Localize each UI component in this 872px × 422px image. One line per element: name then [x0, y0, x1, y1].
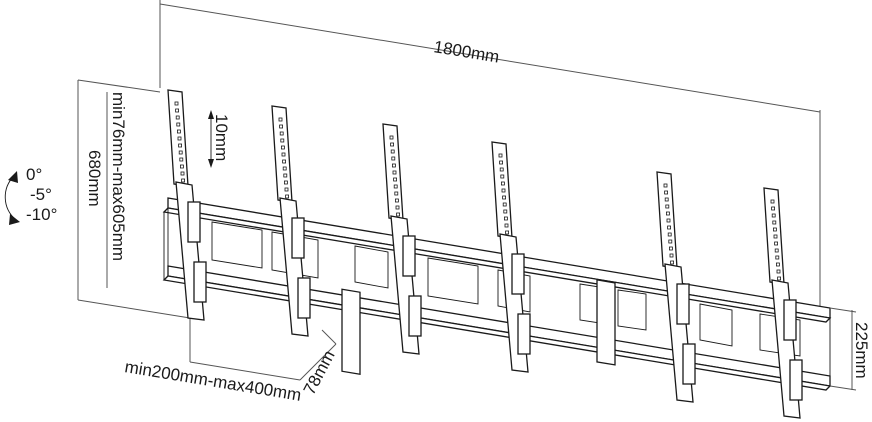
tilt-arrow-up-icon: [8, 171, 18, 183]
height-label: 680mm: [85, 150, 104, 207]
depth-label: 78mm: [300, 347, 339, 398]
height-dimension: 680mm: [77, 79, 191, 319]
frame-height-dimension: 225mm: [829, 307, 871, 391]
vertical-adjust-indicator: 10mm: [208, 110, 231, 168]
horizontal-frame: [162, 197, 832, 391]
tilt-arm: [271, 105, 311, 337]
tilt-arm: [656, 171, 696, 403]
tilt-arm: [382, 123, 422, 355]
vesa-spacing-label: min200mm-max400mm: [123, 357, 302, 405]
tilt-arm: [763, 187, 803, 419]
overall-width-label: 1800mm: [432, 37, 500, 66]
tilt-arm: [167, 89, 207, 321]
tilt-arms: [167, 89, 803, 419]
tilt-arrow-down-icon: [9, 214, 20, 225]
tilt-angle-10: -10°: [26, 205, 57, 224]
vertical-range-label: min76mm-max605mm: [109, 92, 128, 261]
vertical-range-dimension: min76mm-max605mm: [106, 92, 128, 288]
tilt-angle-0: 0°: [26, 165, 42, 184]
frame-joints: [341, 279, 616, 376]
tilt-angle-5: -5°: [30, 185, 52, 204]
frame-height-label: 225mm: [852, 322, 871, 379]
vertical-adjust-label: 10mm: [212, 114, 231, 161]
tilt-arm: [491, 141, 531, 373]
tilt-indicator: 0° -5° -10°: [4, 165, 57, 225]
